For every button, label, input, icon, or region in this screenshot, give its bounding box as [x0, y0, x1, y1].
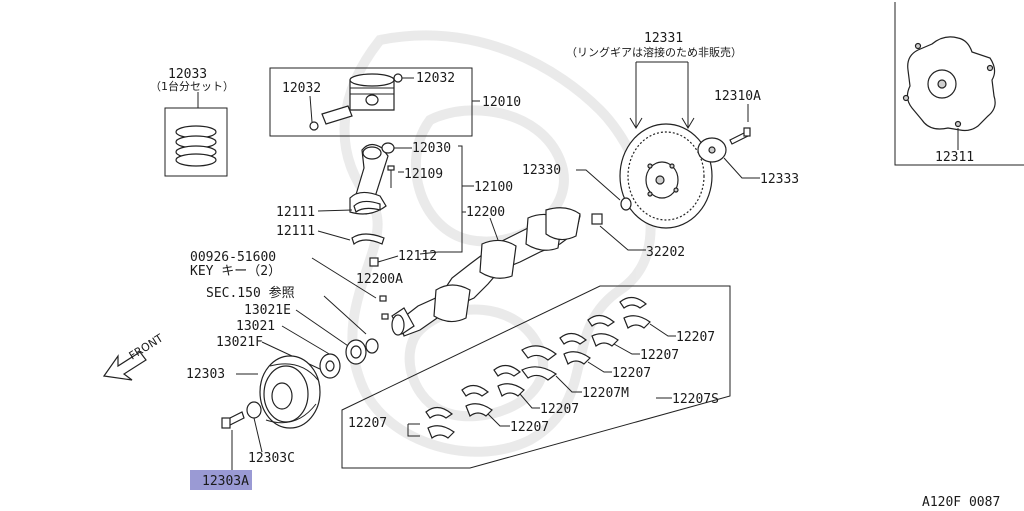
label-12030[interactable]: 12030 [412, 141, 451, 156]
label-sec150[interactable]: SEC.150 参照 [206, 285, 295, 301]
label-12333[interactable]: 12333 [760, 172, 799, 187]
pilot-bearing-12330[interactable] [620, 197, 632, 211]
label-12200[interactable]: 12200 [466, 205, 505, 220]
label-12111-upper[interactable]: 12111 [276, 205, 315, 220]
con-rod-bushing[interactable] [381, 142, 395, 154]
label-12331-note: （リングギアは溶接のため非販売） [566, 45, 742, 59]
snap-ring-right[interactable] [393, 73, 403, 83]
flywheel[interactable] [619, 123, 713, 229]
label-12207-3[interactable]: 12207 [612, 366, 651, 381]
piston-rings[interactable] [175, 125, 217, 167]
label-12311[interactable]: 12311 [935, 150, 974, 165]
label-32202[interactable]: 32202 [646, 245, 685, 260]
oil-pump-drive[interactable] [319, 353, 341, 379]
label-12109[interactable]: 12109 [404, 167, 443, 182]
ring-set-box [164, 107, 228, 177]
pulley-bolt[interactable] [221, 411, 245, 429]
label-13021F[interactable]: 13021F [216, 335, 263, 350]
figure-code: A120F 0087 [922, 495, 1000, 510]
crank-spacer[interactable] [365, 338, 379, 354]
snap-ring-left[interactable] [309, 121, 319, 131]
label-12207-1[interactable]: 12207 [676, 330, 715, 345]
label-12303C[interactable]: 12303C [248, 451, 295, 466]
piston-box [269, 67, 473, 137]
main-bearing-frame [341, 285, 731, 469]
label-12112[interactable]: 12112 [398, 249, 437, 264]
main-bearings[interactable] [425, 296, 651, 439]
piston[interactable] [349, 73, 395, 111]
con-rod-nut[interactable] [369, 257, 379, 267]
label-12207-2[interactable]: 12207 [640, 348, 679, 363]
label-12207S[interactable]: 12207S [672, 392, 719, 407]
drive-plate-12311[interactable] [902, 36, 996, 132]
label-12207-4[interactable]: 12207 [540, 402, 579, 417]
inset-frame [894, 2, 1024, 166]
pulley-washer[interactable] [246, 401, 262, 419]
pilot-bushing-32202[interactable] [591, 213, 603, 225]
key-12200A[interactable] [381, 313, 389, 320]
label-12303[interactable]: 12303 [186, 367, 225, 382]
label-13021[interactable]: 13021 [236, 319, 275, 334]
crank-pulley[interactable] [259, 355, 321, 429]
label-12200A[interactable]: 12200A [356, 272, 403, 287]
timing-sprocket[interactable] [345, 339, 367, 365]
piston-pin[interactable] [321, 105, 353, 125]
label-12032-left[interactable]: 12032 [282, 81, 321, 96]
label-12033[interactable]: 12033 [168, 67, 207, 82]
label-12303A[interactable]: 12303A [202, 474, 249, 489]
label-12010[interactable]: 12010 [482, 95, 521, 110]
con-rod-bolt[interactable] [387, 165, 395, 188]
label-12331[interactable]: 12331 [644, 31, 683, 46]
label-12033-note: （1台分セット） [150, 79, 234, 93]
front-arrow-icon [102, 351, 147, 381]
label-12111-lower[interactable]: 12111 [276, 224, 315, 239]
con-rod-bearing-upper[interactable] [353, 200, 381, 213]
label-12100[interactable]: 12100 [474, 180, 513, 195]
reinforcement-plate[interactable] [697, 137, 727, 163]
label-key: KEY キー（2） [190, 264, 281, 279]
flywheel-bolt[interactable] [729, 127, 751, 145]
label-12310A[interactable]: 12310A [714, 89, 761, 104]
label-12330[interactable]: 12330 [522, 163, 561, 178]
con-rod-bearing-lower[interactable] [351, 233, 385, 246]
label-00926-51600[interactable]: 00926-51600 [190, 250, 276, 265]
label-12207-5[interactable]: 12207 [510, 420, 549, 435]
label-front: FRONT [127, 331, 166, 362]
label-13021E[interactable]: 13021E [244, 303, 291, 318]
label-12207-6[interactable]: 12207 [348, 416, 387, 431]
crankshaft[interactable] [391, 207, 581, 337]
label-12207M[interactable]: 12207M [582, 386, 629, 401]
label-12032-right[interactable]: 12032 [416, 71, 455, 86]
key[interactable] [379, 295, 387, 302]
highlight-12303A[interactable] [190, 470, 252, 490]
